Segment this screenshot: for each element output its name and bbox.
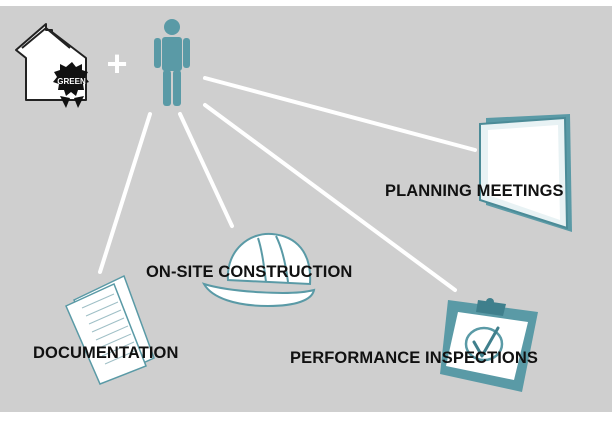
documents-icon bbox=[65, 274, 155, 385]
connector-onsite bbox=[178, 112, 234, 228]
connector-performance bbox=[203, 103, 457, 292]
label-documentation: DOCUMENTATION bbox=[33, 344, 179, 362]
screen-icon bbox=[479, 114, 572, 232]
badge-text: GREEN bbox=[57, 77, 86, 86]
label-performance-inspections: PERFORMANCE INSPECTIONS bbox=[290, 349, 538, 367]
green-badge-icon: GREEN bbox=[53, 62, 89, 108]
person-icon bbox=[154, 19, 190, 106]
hard-hat-icon bbox=[201, 232, 316, 308]
green-house-icon: GREEN bbox=[15, 23, 89, 108]
connector-documentation bbox=[98, 112, 152, 274]
clipboard-icon bbox=[440, 298, 538, 392]
label-on-site-construction: ON-SITE CONSTRUCTION bbox=[146, 263, 353, 281]
plus-sign: + bbox=[106, 43, 127, 84]
connector-lines bbox=[98, 76, 477, 292]
connector-planning bbox=[203, 76, 477, 152]
label-planning-meetings: PLANNING MEETINGS bbox=[385, 182, 564, 200]
